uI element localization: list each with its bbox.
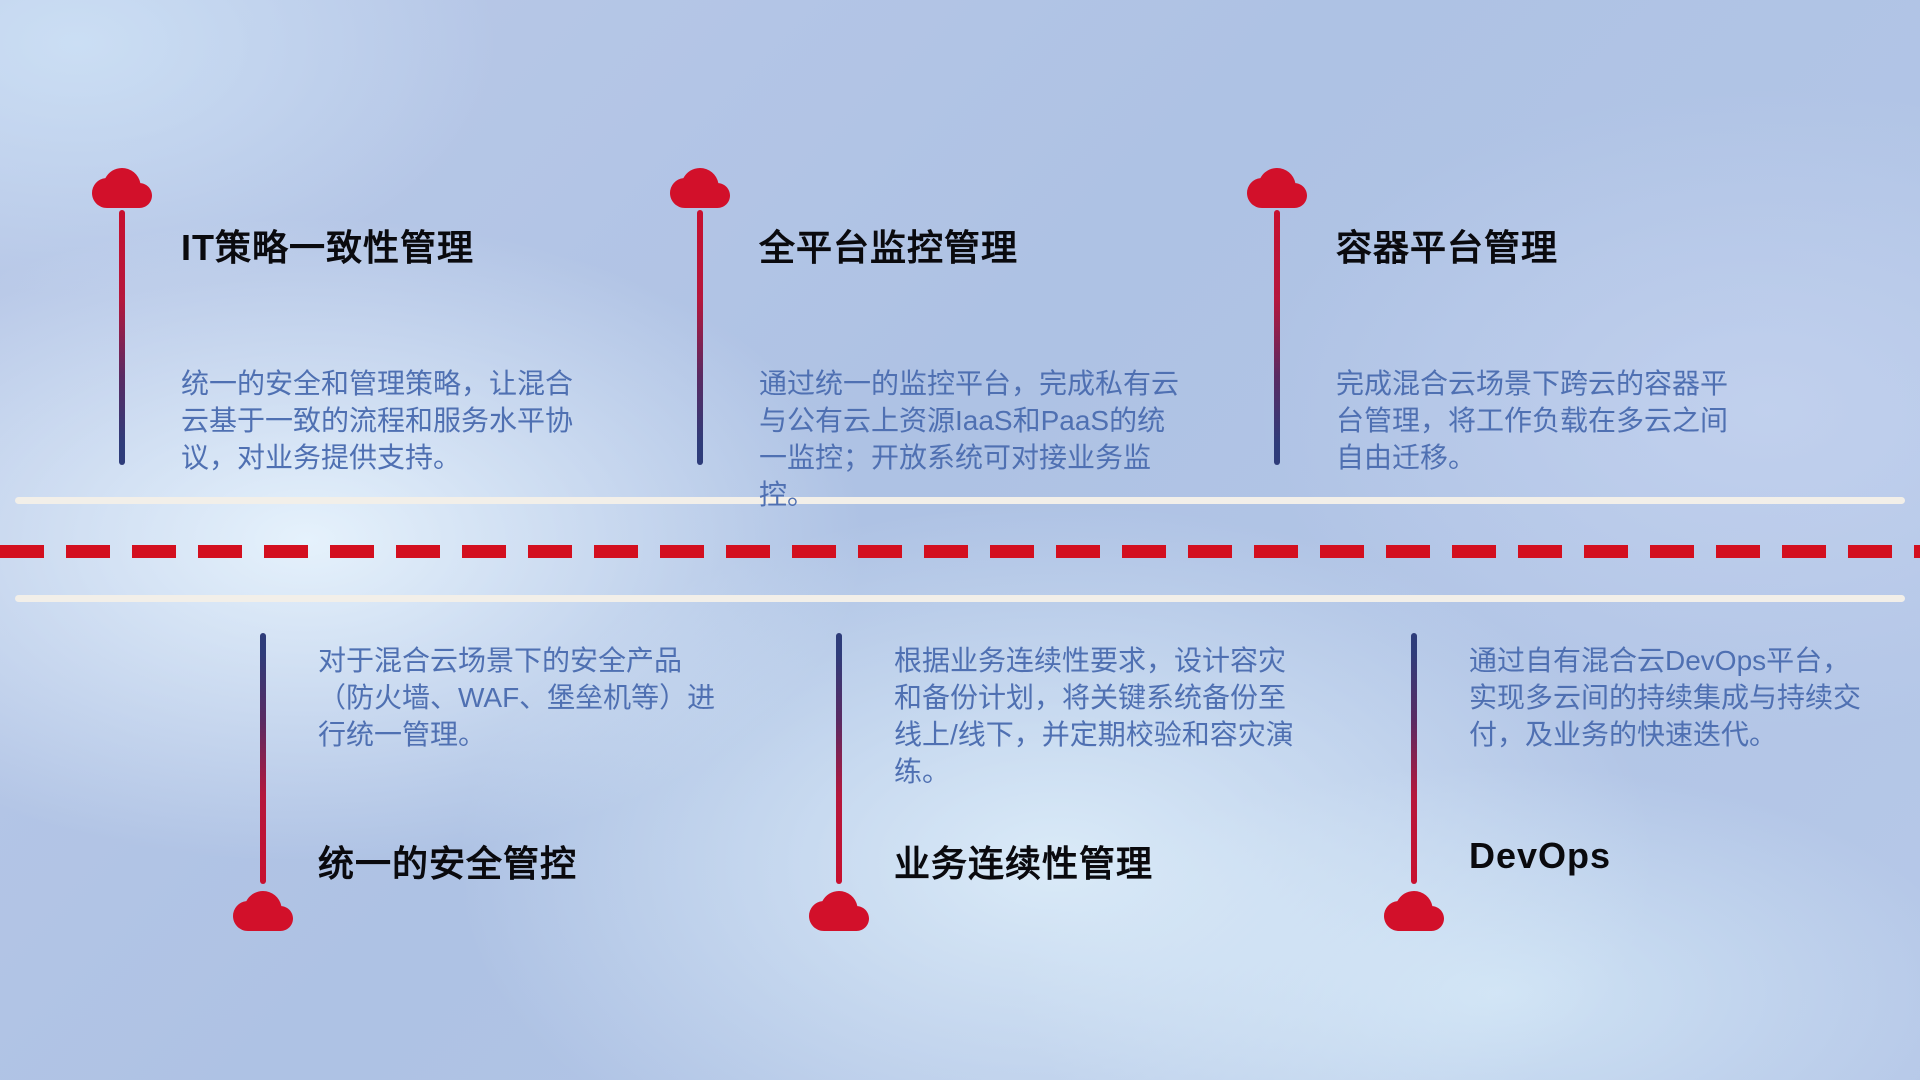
item-title: 容器平台管理 <box>1336 227 1559 268</box>
item-description: 统一的安全和管理策略，让混合云基于一致的流程和服务水平协议，对业务提供支持。 <box>181 368 574 473</box>
timeline-white-line-bottom <box>15 595 1905 602</box>
item-description: 通过自有混合云DevOps平台，实现多云间的持续集成与持续交付，及业务的快速迭代… <box>1469 645 1862 750</box>
cloud-icon <box>92 168 152 208</box>
item-title: 业务连续性管理 <box>894 843 1154 884</box>
item-description: 对于混合云场景下的安全产品（防火墙、WAF、堡垒机等）进行统一管理。 <box>318 645 716 750</box>
item-title: DevOps <box>1469 835 1612 876</box>
connector-line <box>260 633 266 884</box>
cloud-icon <box>809 891 869 931</box>
item-description: 根据业务连续性要求，设计容灾和备份计划，将关键系统备份至线上/线下，并定期校验和… <box>894 645 1294 787</box>
timeline-white-line-top <box>15 497 1905 504</box>
cloud-icon <box>670 168 730 208</box>
cloud-icon <box>1247 168 1307 208</box>
connector-line <box>1274 210 1280 465</box>
timeline-dashed-line <box>0 545 1920 558</box>
item-title: IT策略一致性管理 <box>181 227 474 268</box>
connector-line <box>1411 633 1417 884</box>
item-description: 通过统一的监控平台，完成私有云与公有云上资源IaaS和PaaS的统一监控；开放系… <box>759 368 1180 510</box>
connector-line <box>119 210 125 465</box>
connector-line <box>836 633 842 884</box>
connector-line <box>697 210 703 465</box>
item-description: 完成混合云场景下跨云的容器平台管理，将工作负载在多云之间自由迁移。 <box>1336 368 1729 473</box>
item-title: 统一的安全管控 <box>318 843 578 884</box>
cloud-icon <box>233 891 293 931</box>
item-title: 全平台监控管理 <box>759 227 1019 268</box>
cloud-icon <box>1384 891 1444 931</box>
